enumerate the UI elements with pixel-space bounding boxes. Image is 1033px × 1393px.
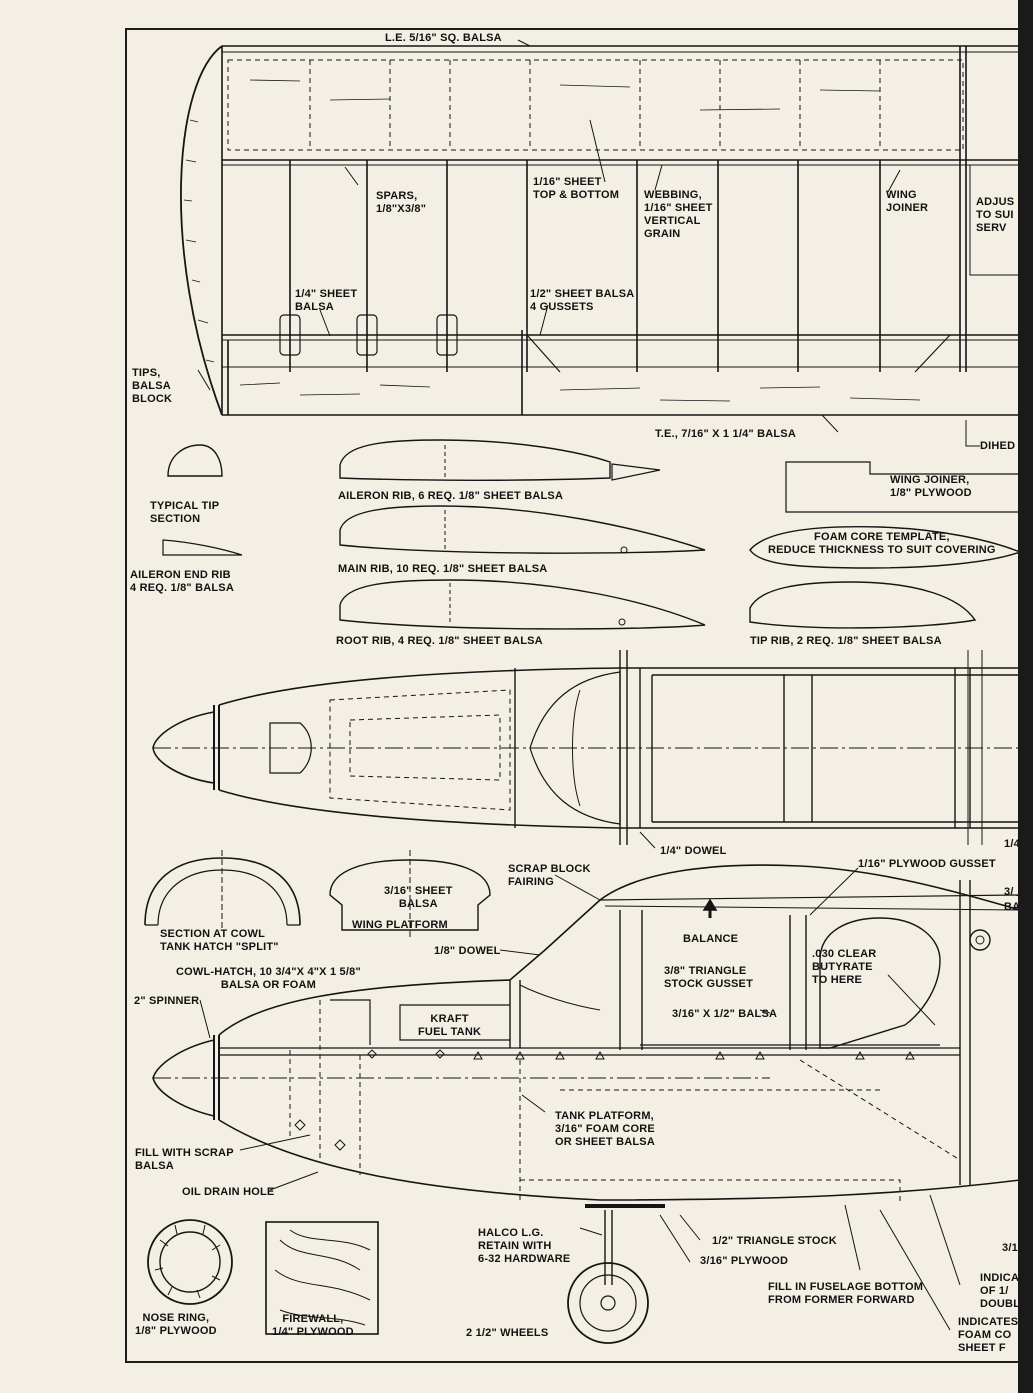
label-fill-fuselage: FILL IN FUSELAGE BOTTOM FROM FORMER FORW… <box>768 1281 924 1306</box>
label-wing-joiner: WING JOINER <box>886 189 929 214</box>
label-section-cowl: SECTION AT COWL TANK HATCH "SPLIT" <box>160 928 279 953</box>
label-oil-drain: OIL DRAIN HOLE <box>182 1186 275 1198</box>
label-plywood-3-16: 3/16" PLYWOOD <box>700 1255 789 1267</box>
label-firewall: FIREWALL, 1/4" PLYWOOD <box>272 1313 354 1338</box>
scan-edge-bar <box>1018 0 1033 1393</box>
nose-ring-firewall <box>147 1219 379 1335</box>
label-dowel-quarter: 1/4" DOWEL <box>660 845 727 857</box>
label-webbing: WEBBING, 1/16" SHEET VERTICAL GRAIN <box>644 189 713 240</box>
label-leading-edge: L.E. 5/16" SQ. BALSA <box>385 32 502 44</box>
wing-plan-view <box>180 39 1018 447</box>
section-details <box>144 850 491 940</box>
label-foam-core: FOAM CORE TEMPLATE, REDUCE THICKNESS TO … <box>768 531 996 556</box>
label-edge-ba: BA <box>1004 901 1018 913</box>
label-main-rib: MAIN RIB, 10 REQ. 1/8" SHEET BALSA <box>338 563 548 575</box>
label-wing-joiner-ply: WING JOINER, 1/8" PLYWOOD <box>890 474 972 499</box>
label-fill-scrap: FILL WITH SCRAP BALSA <box>135 1147 234 1172</box>
label-triangle-stock: 1/2" TRIANGLE STOCK <box>712 1235 837 1247</box>
label-balance: BALANCE <box>683 933 739 945</box>
fuselage-side-view <box>152 864 1018 1344</box>
label-edge-3: 3/ <box>1004 886 1014 898</box>
label-edge-3-1: 3/1 <box>1002 1242 1018 1254</box>
label-balsa-3-16-half: 3/16" X 1/2" BALSA <box>672 1008 778 1020</box>
label-aileron-end-rib: AILERON END RIB 4 REQ. 1/8" BALSA <box>130 569 234 594</box>
label-sheet-quarter: 1/4" SHEET BALSA <box>295 288 358 313</box>
label-adjust: ADJUS TO SUI SERV <box>976 196 1015 234</box>
label-wheels: 2 1/2" WHEELS <box>466 1327 549 1339</box>
label-dihedral: DIHED <box>980 440 1016 452</box>
label-spars: SPARS, 1/8"X3/8" <box>376 190 427 215</box>
label-cowl-hatch: COWL-HATCH, 10 3/4"X 4"X 1 5/8" BALSA OR… <box>176 966 361 991</box>
label-trailing-edge: T.E., 7/16" X 1 1/4" BALSA <box>655 428 796 440</box>
label-wing-platform: WING PLATFORM <box>352 919 448 931</box>
label-sheet-half: 1/2" SHEET BALSA 4 GUSSETS <box>530 288 635 313</box>
label-root-rib: ROOT RIB, 4 REQ. 1/8" SHEET BALSA <box>336 635 543 647</box>
label-aileron-rib: AILERON RIB, 6 REQ. 1/8" SHEET BALSA <box>338 490 564 502</box>
label-tip-rib: TIP RIB, 2 REQ. 1/8" SHEET BALSA <box>750 635 942 647</box>
rib-profiles <box>162 439 1018 630</box>
label-triangle-gusset: 3/8" TRIANGLE STOCK GUSSET <box>664 965 753 990</box>
label-kraft-tank: KRAFT FUEL TANK <box>418 1013 482 1038</box>
label-spinner: 2" SPINNER <box>134 995 200 1007</box>
label-dowel-quarter-edge: 1/4 <box>1004 838 1018 850</box>
label-scrap-block: SCRAP BLOCK FAIRING <box>508 863 591 888</box>
label-indica: INDICA OF 1/ DOUBL <box>980 1272 1018 1310</box>
label-sheet-top-bottom: 1/16" SHEET TOP & BOTTOM <box>533 176 620 201</box>
label-typical-tip: TYPICAL TIP SECTION <box>150 500 220 525</box>
label-indicates: INDICATES FOAM CO SHEET F <box>958 1316 1018 1354</box>
label-sheet-3-16: 3/16" SHEET BALSA <box>384 885 453 910</box>
label-ply-gusset: 1/16" PLYWOOD GUSSET <box>858 858 996 870</box>
label-clear-butyrate: .030 CLEAR BUTYRATE TO HERE <box>812 948 877 986</box>
label-dowel-eighth: 1/8" DOWEL <box>434 945 501 957</box>
drawing-border <box>125 28 1018 1363</box>
label-tips: TIPS, BALSA BLOCK <box>132 367 173 405</box>
label-halco-gear: HALCO L.G. RETAIN WITH 6-32 HARDWARE <box>478 1227 571 1265</box>
label-tank-platform: TANK PLATFORM, 3/16" FOAM CORE OR SHEET … <box>555 1110 655 1148</box>
fuselage-top-view <box>152 650 1018 849</box>
label-nose-ring: NOSE RING, 1/8" PLYWOOD <box>135 1312 217 1337</box>
